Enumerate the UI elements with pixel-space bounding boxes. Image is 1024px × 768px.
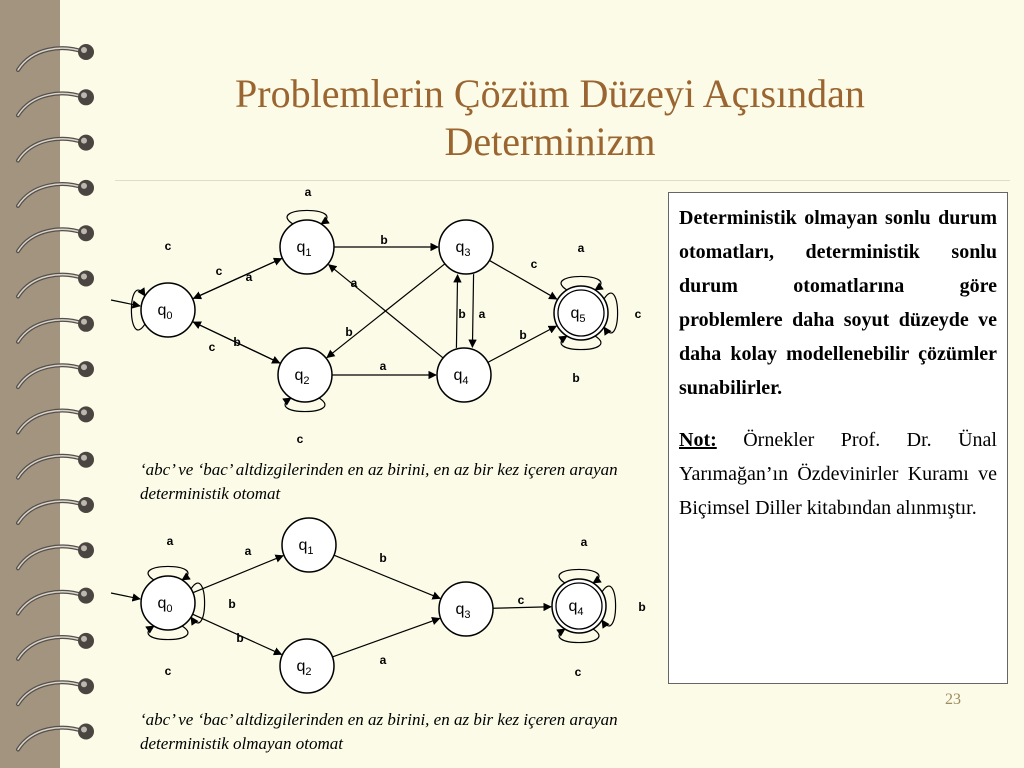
binder-ring — [16, 406, 94, 435]
edge-q1-q0 — [192, 257, 283, 300]
loop-q1 — [286, 209, 330, 225]
transition-label: a — [479, 307, 486, 321]
loop-q0-right-nfa — [190, 582, 206, 626]
loop-q0-top-nfa — [147, 565, 191, 581]
binder-ring — [16, 542, 94, 571]
loop-q0-bottom-nfa — [145, 625, 189, 641]
dfa-caption: ‘abc’ ve ‘bac’ altdizgilerinden en az bi… — [140, 460, 618, 503]
state-q2-nfa: q2 — [279, 638, 335, 694]
edge-q3-q4-nfa — [492, 602, 552, 612]
binder-ring — [16, 632, 94, 661]
state-q1: q1 — [279, 219, 335, 275]
nfa-caption: ‘abc’ ve ‘bac’ altdizgilerinden en az bi… — [140, 710, 618, 753]
source-note: Not: Örnekler Prof. Dr. Ünal Yarımağan’ı… — [679, 423, 997, 525]
transition-label: c — [575, 665, 582, 679]
transition-label: a — [305, 185, 312, 199]
binder-ring — [16, 361, 94, 390]
loop-q4-bottom-nfa — [556, 628, 600, 644]
slide-title: Problemlerin Çözüm Düzeyi Açısından Dete… — [130, 70, 970, 166]
transition-label: b — [380, 233, 387, 247]
title-line-2: Determinizm — [444, 119, 656, 164]
transition-label: c — [216, 264, 223, 278]
binder-ring — [16, 497, 94, 525]
edge-q2-q3-nfa — [332, 617, 441, 658]
transition-label: a — [380, 359, 387, 373]
loop-q4-right-nfa — [601, 585, 617, 629]
binder-ring — [16, 89, 94, 118]
transition-label: b — [236, 631, 243, 645]
transition-label: b — [228, 597, 235, 611]
transition-label: a — [581, 535, 588, 549]
edge-q3-q5 — [489, 259, 558, 300]
binder-ring — [16, 723, 94, 752]
edge-q2-q0 — [192, 321, 281, 364]
transition-label: b — [638, 600, 645, 614]
transition-label: a — [167, 534, 174, 548]
binder-ring — [16, 451, 94, 480]
state-q3: q3 — [438, 219, 494, 275]
note-text: Örnekler Prof. Dr. Ünal Yarımağan’ın Özd… — [679, 429, 997, 519]
edge-q3-q4 — [468, 274, 477, 348]
loop-q5-top — [560, 275, 604, 291]
binder-ring — [16, 315, 94, 344]
binder-ring — [16, 134, 94, 163]
title-line-1: Problemlerin Çözüm Düzeyi Açısından — [235, 71, 865, 116]
state-q2: q2 — [277, 347, 333, 403]
page-number: 23 — [945, 691, 961, 708]
state-q4: q4 — [436, 347, 492, 403]
transition-label: c — [531, 257, 538, 271]
state-q3-nfa: q3 — [438, 581, 494, 637]
transition-label: b — [519, 328, 526, 342]
explanation-text: Deterministik olmayan sonlu durum otomat… — [679, 207, 997, 399]
edge-q4-q5 — [487, 325, 558, 363]
transition-label: a — [351, 276, 358, 290]
edge-q0-q1-nfa — [192, 554, 284, 594]
start-arrow-bottom — [110, 592, 141, 602]
binder-rings — [16, 44, 94, 752]
loop-q0 — [130, 287, 146, 331]
state-q5: q5 — [553, 285, 609, 341]
binder-ring — [16, 225, 94, 254]
edge-q4-q3 — [453, 274, 462, 348]
transition-label: c — [518, 593, 525, 607]
binder-ring — [16, 678, 94, 707]
transition-label: a — [245, 544, 252, 558]
binder-ring — [16, 270, 94, 299]
binder-ring — [16, 179, 94, 208]
state-q0-nfa: q0 — [140, 575, 196, 631]
transition-label: c — [209, 340, 216, 354]
title-divider — [115, 180, 1010, 181]
edge-q1-q3-nfa — [333, 554, 441, 600]
transition-label: c — [635, 307, 642, 321]
state-q1-nfa: q1 — [281, 517, 337, 573]
transition-label: b — [458, 307, 465, 321]
transition-label: b — [233, 335, 240, 349]
edge-q0-q2-nfa — [192, 613, 283, 656]
transition-label: b — [345, 325, 352, 339]
transition-label: c — [297, 432, 304, 446]
binder-ring — [16, 44, 94, 72]
binder-ring — [16, 587, 94, 616]
transition-label: a — [578, 241, 585, 255]
start-arrow-top — [110, 299, 141, 309]
explanation-box: Deterministik olmayan sonlu durum otomat… — [668, 192, 1008, 684]
loop-q5-right — [603, 292, 619, 336]
state-q0: q0 — [140, 282, 196, 338]
transition-label: c — [165, 664, 172, 678]
transition-label: b — [379, 551, 386, 565]
note-label: Not: — [679, 429, 717, 451]
state-q4-nfa: q4 — [551, 578, 607, 634]
loop-q4-top-nfa — [558, 568, 602, 584]
transition-label: a — [246, 270, 253, 284]
transition-label: a — [380, 653, 387, 667]
transition-label: c — [165, 239, 172, 253]
transition-label: b — [572, 371, 579, 385]
edge-q4-q1 — [328, 264, 444, 359]
loop-q2 — [282, 397, 326, 413]
loop-q5-bottom — [558, 335, 602, 351]
